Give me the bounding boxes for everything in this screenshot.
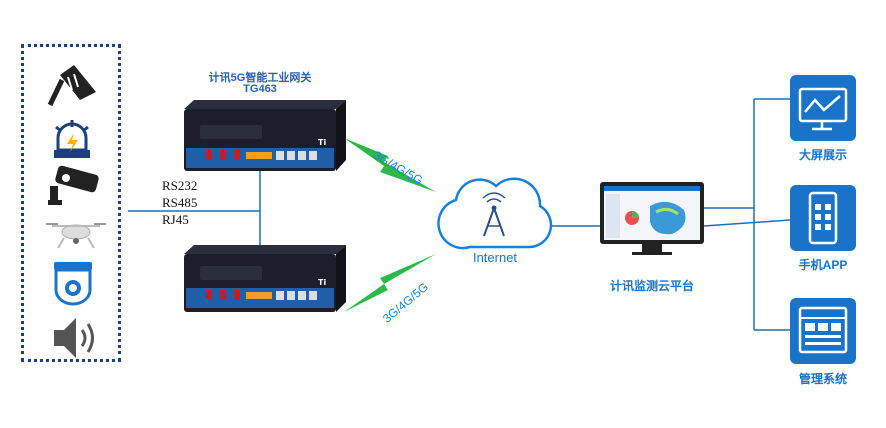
internet-cloud-icon bbox=[437, 177, 553, 250]
management-system-icon bbox=[790, 298, 856, 364]
speaker-icon bbox=[54, 318, 94, 358]
svg-text:Ti: Ti bbox=[318, 138, 326, 147]
gateway-device-top: Ti bbox=[184, 100, 346, 171]
wireless-bolt-top bbox=[344, 138, 436, 192]
gateway-model: TG463 bbox=[243, 83, 277, 95]
mgmt-label: 管理系统 bbox=[798, 372, 847, 386]
display-label: 大屏展示 bbox=[798, 148, 847, 162]
gateway-title: 计讯5G智能工业网关 bbox=[208, 72, 312, 84]
app-label: 手机APP bbox=[798, 258, 848, 272]
device-panel bbox=[21, 44, 121, 362]
alarm-light-icon bbox=[54, 120, 90, 158]
drone-icon bbox=[46, 223, 106, 249]
gateway-connectors bbox=[128, 170, 261, 255]
protocol-rs485: RS485 bbox=[162, 195, 198, 210]
mobile-app-icon bbox=[790, 185, 856, 251]
svg-text:Ti: Ti bbox=[318, 278, 326, 287]
dome-camera-icon bbox=[54, 262, 92, 306]
protocol-rj45: RJ45 bbox=[162, 212, 189, 227]
protocol-rs232: RS232 bbox=[162, 178, 198, 193]
protocol-list: RS232 RS485 RJ45 bbox=[162, 177, 197, 228]
gateway-device-bottom: Ti bbox=[184, 245, 346, 312]
internet-label: Internet bbox=[472, 250, 518, 265]
monitor-platform-icon bbox=[600, 182, 704, 255]
platform-label: 计讯监测云平台 bbox=[609, 279, 694, 293]
wireless-bolt-bottom bbox=[344, 254, 436, 312]
platform-output-connectors bbox=[703, 98, 791, 331]
security-camera-icon bbox=[48, 165, 99, 205]
big-screen-icon bbox=[790, 75, 856, 141]
license-plate-reader-icon bbox=[47, 65, 96, 107]
